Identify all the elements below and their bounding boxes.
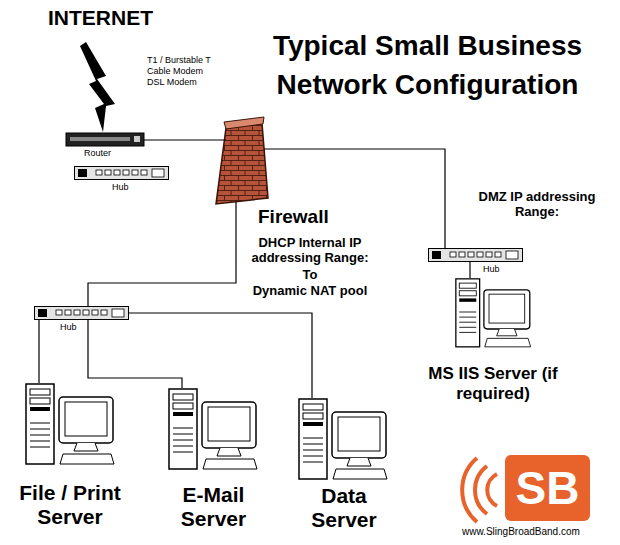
logo-mark: SB xyxy=(505,459,590,519)
server-station: File / Print Server xyxy=(25,383,115,467)
device-label: Firewall xyxy=(258,206,329,228)
firewall-wall: Firewall xyxy=(216,118,268,204)
address-note: Dynamic NAT pool xyxy=(245,284,375,299)
link-type: T1 / Burstable T xyxy=(147,55,211,65)
network-cable xyxy=(144,139,226,140)
link-type: Cable Modem xyxy=(147,66,203,76)
network-cable xyxy=(469,262,470,278)
router-device: Router xyxy=(66,133,144,146)
website-url: www.SlingBroadBand.com xyxy=(462,526,580,538)
device-label: Hub xyxy=(112,182,129,192)
device-label: Router xyxy=(84,148,111,158)
server-station: MS IIS Server (if required) xyxy=(455,278,532,350)
network-cable xyxy=(129,313,312,398)
hub-device: Hub xyxy=(74,166,169,180)
link-type: DSL Modem xyxy=(147,77,197,87)
device-label: Hub xyxy=(483,264,500,274)
network-cable xyxy=(38,320,39,383)
network-cable xyxy=(88,202,236,306)
device-label: Hub xyxy=(60,322,77,332)
address-note: To xyxy=(245,268,375,283)
network-cable xyxy=(264,149,445,248)
server-station: Data Server xyxy=(298,398,388,482)
diagram-title: Typical Small Business Network Configura… xyxy=(240,26,615,104)
device-label: Data Server xyxy=(290,484,398,532)
network-cable xyxy=(88,320,182,388)
network-heading: INTERNET xyxy=(48,6,153,30)
device-label: MS IIS Server (if required) xyxy=(428,364,558,403)
address-note: DMZ IP addressing Range: xyxy=(462,190,612,220)
hub-device: Hub xyxy=(428,248,523,262)
server-station: E-Mail Server xyxy=(168,388,258,472)
hub-device: Hub xyxy=(34,306,129,320)
device-label: E-Mail Server xyxy=(151,483,276,531)
address-note: DHCP Internal IP addressing Range: xyxy=(245,236,375,266)
device-label: File / Print Server xyxy=(5,481,135,529)
